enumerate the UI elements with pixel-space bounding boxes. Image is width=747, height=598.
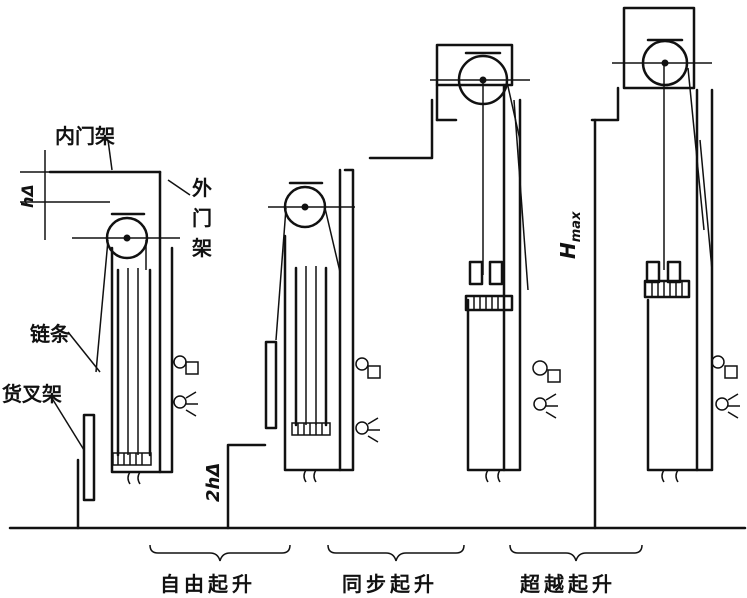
stage-label-free-lift: 自由起升 [160, 572, 256, 596]
stage-label-sync-lift: 同步起升 [342, 572, 438, 596]
label-outer-mast-3: 架 [192, 236, 212, 260]
label-chain: 链条 [30, 322, 70, 346]
bracket-free-lift [149, 544, 291, 562]
bracket-overtake-lift [509, 544, 643, 562]
label-outer-mast-1: 外 [192, 176, 212, 200]
mast-state-4 [590, 6, 740, 530]
label-h-max-sub: max [569, 211, 584, 243]
mast-state-3 [368, 43, 561, 483]
label-h-max: Hmax [556, 212, 584, 259]
label-h-delta: hΔ [18, 184, 37, 208]
mast-state-2 [226, 168, 381, 530]
mast-state-1 [20, 150, 199, 530]
label-2h-delta: 2hΔ [203, 462, 224, 502]
label-fork-carriage: 货叉架 [2, 382, 62, 406]
stage-label-overtake-lift: 超越起升 [520, 572, 616, 596]
label-outer-mast-2: 门 [192, 206, 212, 230]
label-h-max-main: H [556, 242, 580, 259]
bracket-sync-lift [327, 544, 465, 562]
label-inner-mast: 内门架 [55, 124, 115, 148]
